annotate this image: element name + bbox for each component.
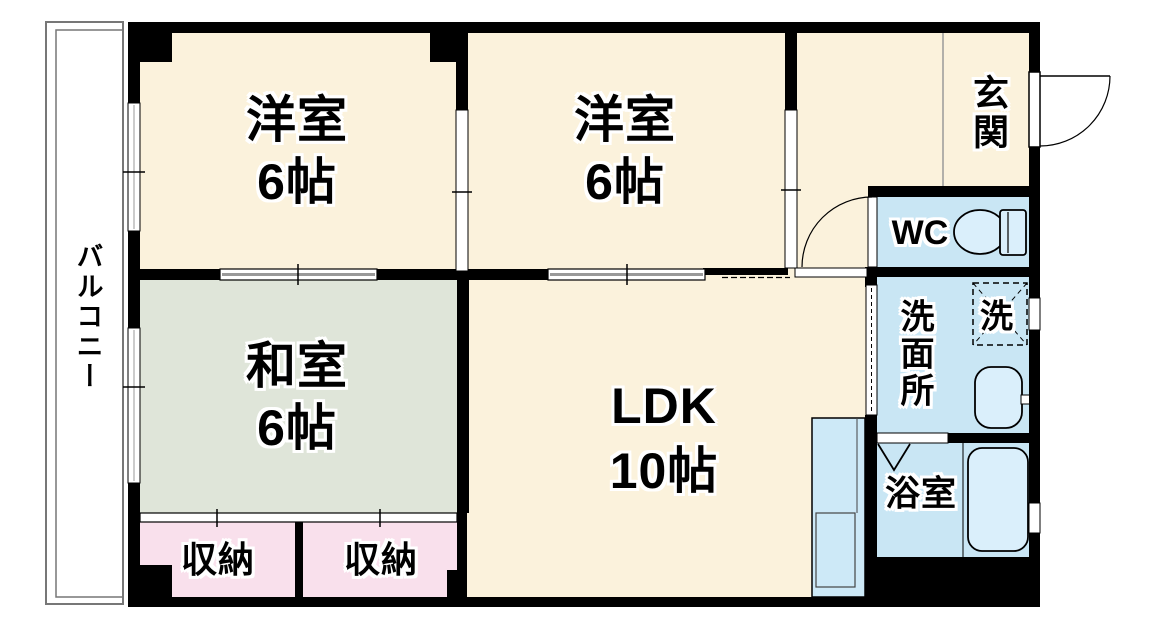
openings [123,33,1111,534]
storage-left-label: 収納 [180,539,256,580]
window-washroom [1028,297,1041,331]
wall-wc-top [868,186,1029,197]
japanese-room-size: 6帖 [257,400,337,456]
wall-hall-soffit [703,268,788,275]
wall-right-d [1029,533,1040,563]
fixtures [815,209,1031,588]
washroom-label: 洗面所 [895,298,933,410]
bathroom-label: 浴室 [884,474,958,514]
balcony-outer-rail [45,21,124,605]
wc-label: WC [891,214,949,252]
toilet-bowl-icon [953,209,1007,255]
wall-right-a [1029,22,1040,75]
western-room1-size: 6帖 [257,154,337,210]
japanese-room-floor [140,280,458,513]
balcony-area [45,21,124,605]
wall-washroom-west [865,415,877,607]
balcony-label: バルコニー [72,242,103,392]
storage-sliding-doors [139,512,458,523]
wall-right-c [1029,330,1040,503]
washing-machine-icon [972,282,1028,346]
washroom-sliding-door [865,284,878,416]
pillar-top-left [128,22,172,62]
wall-bottom [128,597,877,607]
wall-storage-divider [295,517,303,597]
western-room1-name: 洋室 [246,92,348,148]
kitchen-sink [815,512,856,588]
japanese-room-name: 和室 [246,338,348,394]
wall-top [128,22,1040,33]
bathroom-door-opening [876,432,949,444]
partition-room2-hall [784,109,798,269]
hall-ldk-opening [794,267,868,278]
storage-sliding-door-ticks [216,509,381,527]
wall-partition1-top [456,22,468,110]
storage-floor [140,513,467,597]
partition-room1-room2 [455,109,469,272]
wall-wc-bottom [868,267,1029,277]
toilet-tank-icon [999,209,1027,256]
wc-door-swing-arc [801,196,873,268]
washbasin-faucet [1020,394,1031,405]
window-bathroom [1028,502,1041,534]
wc-door-leaf [867,196,878,268]
wall-mid-a [140,269,220,280]
wall-mid-b [377,269,548,280]
washing-machine-label: 洗 [980,297,1014,335]
wall-ldk-west [457,280,469,513]
wall-bottom-right-mass [865,557,1040,607]
wall-partition2-top [785,22,797,110]
western-room2-size: 6帖 [585,154,665,210]
entrance-door-frame [1028,71,1041,148]
wall-right-b [1029,147,1040,298]
washing-machine-cross [972,282,1028,346]
washbasin-icon [974,366,1023,429]
pillar-storage-right [447,570,467,607]
balcony-inner-rail [55,29,123,598]
wall-wc-corner [865,267,877,287]
western-room2-name: 洋室 [574,92,676,148]
ldk-name: LDK [611,378,717,434]
wall-storage-right [457,513,467,573]
kitchen-counter [811,417,866,598]
folding-door-icon [877,443,911,472]
wall-washroom-bottom [948,433,1029,443]
walls [128,22,1040,607]
storage-right-label: 収納 [343,539,419,580]
entrance-door-swing-arc [1039,75,1111,147]
bathtub-icon [967,447,1029,552]
ldk-size: 10帖 [609,443,719,499]
entrance-label: 玄関 [968,74,1009,152]
wall-left-b [128,231,140,328]
